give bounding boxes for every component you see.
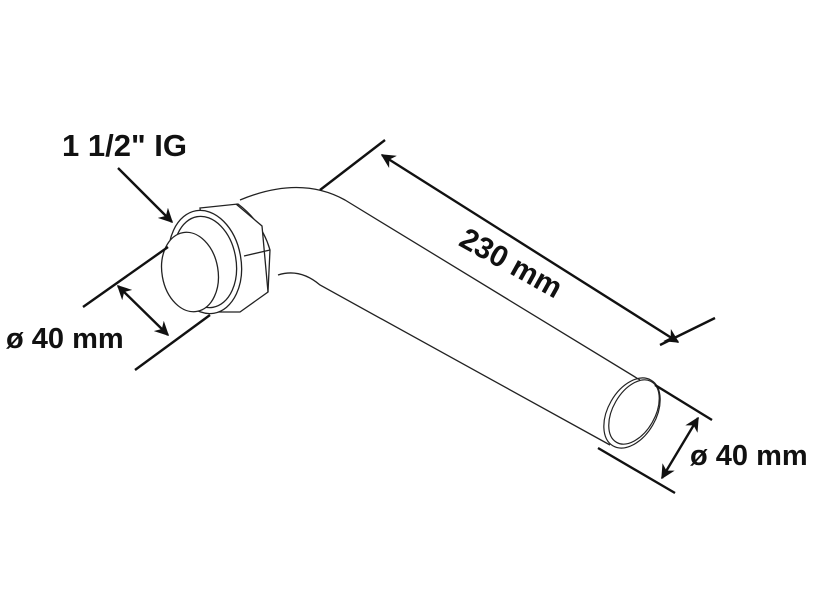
inlet-diameter-label: ø 40 mm [6,323,124,355]
pipe-body [239,186,641,446]
pipe-outlet-end [603,377,661,449]
dimension-lines [82,139,716,495]
thread-size-label: 1 1/2" IG [62,128,187,163]
outlet-diameter-label: ø 40 mm [690,440,808,472]
union-nut [160,203,271,315]
